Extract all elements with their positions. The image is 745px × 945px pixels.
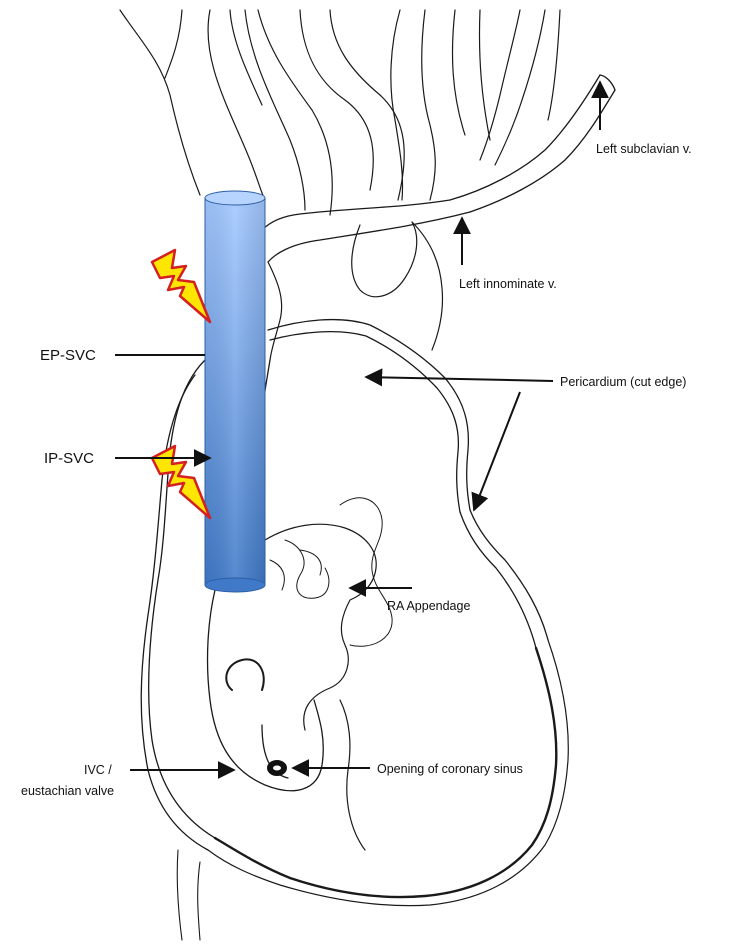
lightning-bolt-icon bbox=[152, 446, 210, 518]
label-left-subclavian: Left subclavian v. bbox=[596, 142, 692, 156]
arrow-icon bbox=[474, 392, 520, 510]
label-ra-appendage: RA Appendage bbox=[387, 599, 470, 613]
label-ivc-line2: eustachian valve bbox=[21, 784, 114, 798]
label-left-innominate: Left innominate v. bbox=[459, 277, 557, 291]
label-ep-svc: EP-SVC bbox=[40, 347, 96, 364]
label-ivc-line1: IVC / bbox=[84, 763, 112, 777]
label-pericardium: Pericardium (cut edge) bbox=[560, 375, 686, 389]
arrow-icon bbox=[366, 377, 553, 381]
lightning-bolt-icon bbox=[152, 250, 210, 322]
heart-drawing bbox=[120, 10, 615, 940]
label-ip-svc: IP-SVC bbox=[44, 450, 94, 467]
label-coronary-sinus: Opening of coronary sinus bbox=[377, 762, 523, 776]
catheter-cylinder bbox=[205, 191, 265, 592]
